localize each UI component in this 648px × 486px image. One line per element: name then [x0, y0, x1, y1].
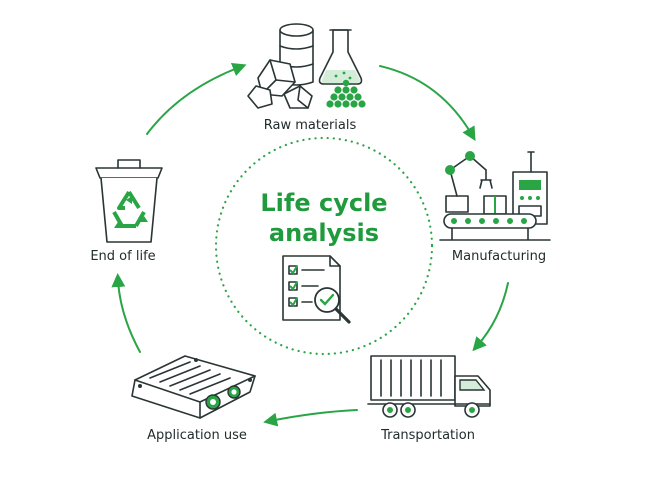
- manufacturing-icon: [439, 151, 551, 241]
- label-raw-materials: Raw materials: [263, 118, 357, 133]
- arrow-transport-to-application: [263, 409, 358, 427]
- center-title-line1: Life cycle: [260, 189, 388, 217]
- arrow-application-to-endoflife: [111, 273, 141, 353]
- label-manufacturing: Manufacturing: [451, 249, 547, 264]
- arrow-raw-to-manufacturing: [379, 65, 476, 142]
- label-transportation: Transportation: [381, 428, 475, 443]
- center-title: Life cycle analysis: [244, 188, 404, 248]
- application-use-icon: [131, 355, 256, 419]
- raw-materials-icon: [247, 23, 366, 109]
- center-title-line2: analysis: [268, 219, 380, 247]
- arrow-endoflife-to-raw: [146, 62, 247, 135]
- recycle-bin-icon: [95, 159, 163, 243]
- label-end-of-life: End of life: [90, 249, 156, 264]
- checklist-icon: [282, 255, 351, 324]
- center-dotted-circle: [214, 136, 434, 356]
- transportation-icon: [367, 355, 491, 418]
- label-application-use: Application use: [147, 428, 247, 443]
- arrow-manufacturing-to-transport: [472, 282, 509, 352]
